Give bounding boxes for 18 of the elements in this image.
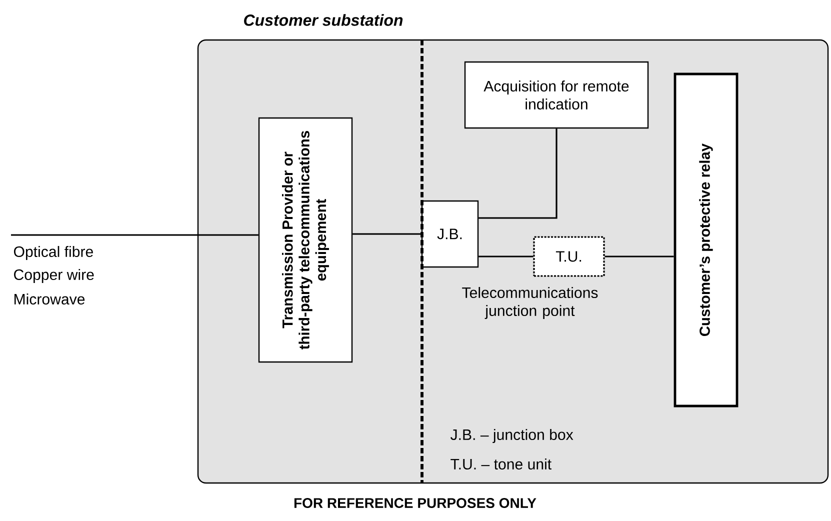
relay-box: Customer’s protective relay [674, 72, 738, 408]
connector-line [11, 234, 258, 236]
node-caption: Telecommunications junction point [462, 286, 598, 320]
medium-label: Copper wire [14, 268, 94, 284]
connector-line [478, 256, 534, 258]
tone-unit-box: T.U. [533, 236, 605, 277]
medium-label: Optical fibre [14, 246, 93, 260]
connector-line [352, 233, 422, 235]
connector-line [604, 256, 674, 258]
node-label: Customer substation [244, 14, 403, 26]
equipment-box: Transmission Provider or third-party telecommunications equipement [258, 117, 353, 363]
junction-box: J.B. [421, 200, 479, 268]
abbreviation-note: T.U. – tone unit [450, 458, 552, 470]
connector-line [478, 128, 558, 219]
footer-note: FOR REFERENCE PURPOSES ONLY [294, 498, 536, 508]
abbreviation-note: J.B. – junction box [450, 428, 574, 444]
medium-label: Microwave [14, 293, 85, 305]
acquisition-box: Acquisition for remote indication [464, 61, 649, 129]
